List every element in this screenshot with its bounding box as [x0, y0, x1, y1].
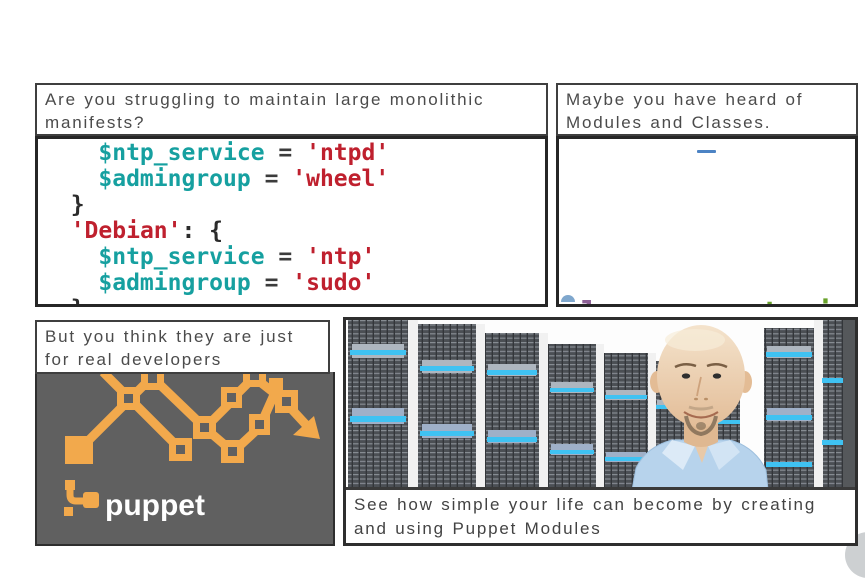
cursor-artifact-dash — [697, 150, 716, 153]
clipped-text-artifact — [561, 295, 575, 302]
question-header-monolithic: Are you struggling to maintain large mon… — [35, 83, 548, 136]
modules-classes-header: Maybe you have heard of Modules and Clas… — [556, 83, 858, 136]
circuit-graphic: puppet — [64, 372, 320, 522]
server-room-photo — [346, 320, 855, 491]
manifest-code-snippet: $ntp_service = 'ntpd' $admingroup = 'whe… — [35, 136, 548, 307]
puppet-wordmark: puppet — [105, 489, 205, 522]
server-racks — [348, 320, 855, 490]
puppet-logo: puppet — [64, 480, 205, 522]
arrow-icon — [293, 416, 320, 439]
presenter-portrait — [631, 325, 769, 491]
conclusion-caption: See how simple your life can become by c… — [346, 487, 855, 543]
puppet-art-panel: puppet — [35, 372, 335, 546]
real-developers-header: But you think they are just for real dev… — [35, 320, 330, 374]
circuit-nodes — [65, 372, 320, 464]
class-code-lines: class puppet_vim include puppet include … — [563, 295, 855, 304]
presenter-photo-panel: See how simple your life can become by c… — [343, 317, 858, 546]
class-code-snippet: class puppet_vim include puppet include … — [556, 136, 858, 307]
